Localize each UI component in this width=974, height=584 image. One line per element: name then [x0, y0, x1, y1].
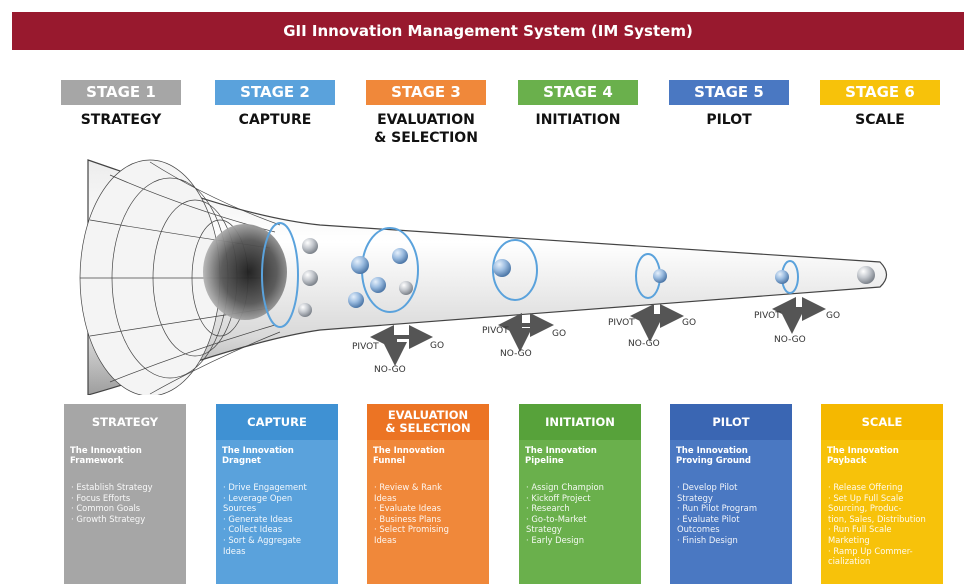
list-item: Evaluate Ideas [374, 503, 483, 514]
card-scale-subtitle: The Innovation Payback [827, 446, 899, 466]
stage-2-name: CAPTURE [238, 112, 312, 128]
stage-3-name: EVALUATION & SELECTION [374, 112, 478, 146]
list-item: Kickoff Project [526, 493, 635, 504]
stage-5-heading: STAGE 5 PILOT [669, 80, 789, 129]
go-label-3: GO [682, 318, 696, 328]
pivot-marker-4 [772, 297, 826, 334]
go-label-4: GO [826, 311, 840, 321]
list-item: Sort & Aggregate Ideas [223, 535, 332, 556]
stage-6-heading: STAGE 6 SCALE [820, 80, 940, 129]
card-initiation-subtitle: The Innovation Pipeline [525, 446, 597, 466]
list-item: Collect Ideas [223, 524, 332, 535]
card-pilot-list: Develop Pilot Strategy Run Pilot Program… [670, 472, 792, 546]
card-evaluation-subtitle: The Innovation Funnel [373, 446, 445, 466]
card-evaluation-list: Review & Rank Ideas Evaluate Ideas Busin… [367, 472, 489, 546]
pivot-marker-3 [630, 304, 684, 342]
card-scale-header: SCALE [821, 404, 943, 440]
list-item: Run Pilot Program [677, 503, 786, 514]
go-label-2: GO [552, 329, 566, 339]
pivot-marker-2 [498, 313, 554, 352]
pivot-label-1: PIVOT [352, 342, 379, 352]
list-item: Develop Pilot Strategy [677, 482, 786, 503]
stage-2-heading: STAGE 2 CAPTURE [215, 80, 335, 129]
card-strategy-header: STRATEGY [64, 404, 186, 440]
stage-5-badge: STAGE 5 [669, 80, 789, 105]
card-initiation-header: INITIATION [519, 404, 641, 440]
list-item: Growth Strategy [71, 514, 180, 525]
stage-1-heading: STAGE 1 STRATEGY [61, 80, 181, 129]
list-item: Early Design [526, 535, 635, 546]
card-evaluation-header: EVALUATION & SELECTION [367, 404, 489, 440]
list-item: Business Plans [374, 514, 483, 525]
stage-1-name: STRATEGY [80, 112, 162, 128]
card-pilot-subtitle: The Innovation Proving Ground [676, 446, 752, 466]
stage-6-name: SCALE [855, 112, 905, 128]
stage-3-badge: STAGE 3 [366, 80, 486, 105]
go-label-1: GO [430, 341, 444, 351]
list-item: Research [526, 503, 635, 514]
card-evaluation: EVALUATION & SELECTION The Innovation Fu… [367, 404, 489, 584]
list-item: Finish Design [677, 535, 786, 546]
funnel-dark-throat [203, 224, 287, 320]
list-item: Leverage Open Sources [223, 493, 332, 514]
list-item: Evaluate Pilot Outcomes [677, 514, 786, 535]
card-scale-list: Release Offering Set Up Full Scale Sourc… [821, 472, 943, 567]
list-item: Focus Efforts [71, 493, 180, 504]
pivot-marker-1 [370, 325, 433, 366]
stage-1-badge: STAGE 1 [61, 80, 181, 105]
list-item: Ramp Up Commer- cialization [828, 546, 937, 567]
card-initiation: INITIATION The Innovation Pipeline Assig… [519, 404, 641, 584]
stage-2-badge: STAGE 2 [215, 80, 335, 105]
list-item: Set Up Full Scale Sourcing, Produc- tion… [828, 493, 937, 525]
card-capture: CAPTURE The Innovation Dragnet Drive Eng… [216, 404, 338, 584]
nogo-label-1: NO-GO [374, 365, 406, 375]
funnel-mouth-wireframe [79, 159, 281, 395]
list-item: Establish Strategy [71, 482, 180, 493]
card-scale: SCALE The Innovation Payback Release Off… [821, 404, 943, 584]
pivot-label-3: PIVOT [608, 318, 635, 328]
stage-6-badge: STAGE 6 [820, 80, 940, 105]
list-item: Drive Engagement [223, 482, 332, 493]
nogo-label-2: NO-GO [500, 349, 532, 359]
stage-4-heading: STAGE 4 INITIATION [518, 80, 638, 129]
stage-4-badge: STAGE 4 [518, 80, 638, 105]
card-initiation-list: Assign Champion Kickoff Project Research… [519, 472, 641, 546]
idea-balls [298, 238, 875, 317]
stage-3-heading: STAGE 3 EVALUATION & SELECTION [366, 80, 486, 147]
pivot-label-2: PIVOT [482, 326, 509, 336]
card-strategy-list: Establish Strategy Focus Efforts Common … [64, 472, 186, 524]
card-strategy-subtitle: The Innovation Framework [70, 446, 142, 466]
list-item: Assign Champion [526, 482, 635, 493]
card-pilot-header: PILOT [670, 404, 792, 440]
card-strategy: STRATEGY The Innovation Framework Establ… [64, 404, 186, 584]
card-capture-list: Drive Engagement Leverage Open Sources G… [216, 472, 338, 556]
pivot-label-4: PIVOT [754, 311, 781, 321]
stage-4-name: INITIATION [535, 112, 621, 128]
list-item: Select Promising Ideas [374, 524, 483, 545]
funnel-diagram: PIVOT GO NO-GO PIVOT GO NO-GO PIVOT GO N… [79, 159, 888, 395]
card-pilot: PILOT The Innovation Proving Ground Deve… [670, 404, 792, 584]
nogo-label-4: NO-GO [774, 335, 806, 345]
stage-5-name: PILOT [706, 112, 752, 128]
card-capture-header: CAPTURE [216, 404, 338, 440]
card-capture-subtitle: The Innovation Dragnet [222, 446, 294, 466]
list-item: Common Goals [71, 503, 180, 514]
list-item: Review & Rank Ideas [374, 482, 483, 503]
list-item: Release Offering [828, 482, 937, 493]
list-item: Run Full Scale Marketing [828, 524, 937, 545]
list-item: Go-to-Market Strategy [526, 514, 635, 535]
nogo-label-3: NO-GO [628, 339, 660, 349]
list-item: Generate Ideas [223, 514, 332, 525]
page-title: GII Innovation Management System (IM Sys… [12, 12, 964, 50]
